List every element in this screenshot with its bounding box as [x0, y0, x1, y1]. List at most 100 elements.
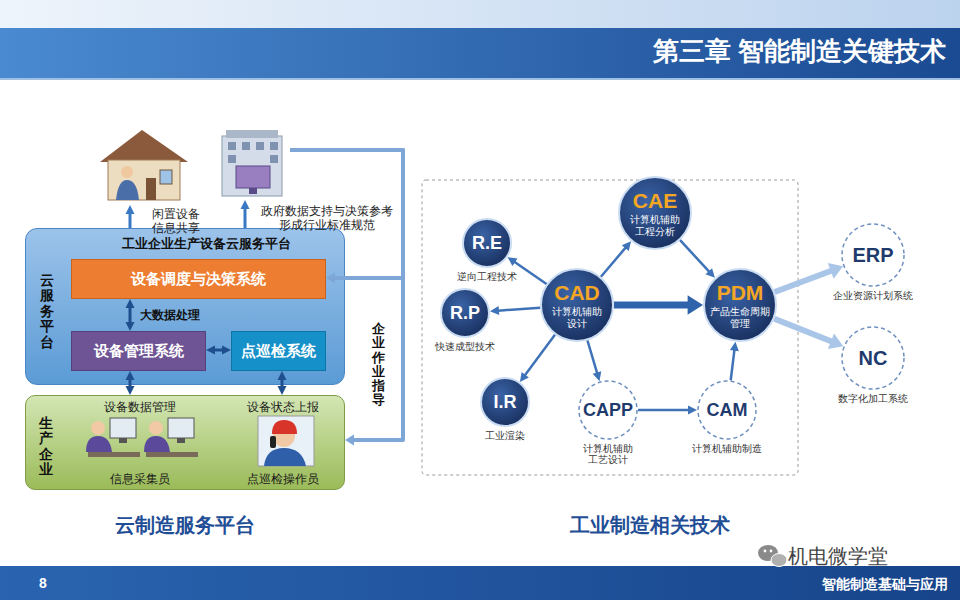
circle-shape — [441, 289, 489, 337]
circle-shape — [579, 381, 637, 439]
text-holder: 企业资源计划系统 — [808, 290, 938, 302]
connector-line — [775, 270, 832, 292]
label-holder: 云制造服务平台 — [85, 512, 285, 539]
connector-label: 大数据处理 — [140, 307, 200, 324]
text-holder: 计算机辅助 工艺设计 — [578, 443, 638, 466]
circle-shape — [541, 269, 613, 341]
government-building-picture — [249, 188, 257, 194]
connector — [775, 263, 843, 292]
label-holder: 设备状态上报 — [228, 399, 338, 416]
inspector-picture — [264, 448, 306, 466]
connector-line — [214, 349, 223, 352]
arrowhead — [241, 200, 250, 209]
course-name: 智能制造基础与应用 — [760, 576, 948, 594]
collector-picture — [91, 421, 105, 435]
page-number: 8 — [28, 575, 58, 591]
arrowhead — [705, 268, 714, 278]
connector-line — [498, 308, 540, 311]
connector — [520, 335, 555, 382]
circle-shape — [619, 177, 691, 249]
house-picture — [100, 130, 188, 162]
label-holder: 工业制造相关技术 — [540, 512, 760, 539]
circle-shape — [842, 327, 904, 389]
arrowhead — [126, 205, 135, 214]
collector-picture — [168, 418, 194, 438]
connector-line — [129, 307, 132, 323]
tech-circle: R.P快速成型技术 — [440, 288, 490, 338]
text-holder: PDM — [717, 280, 764, 306]
house-picture — [108, 160, 180, 200]
node-text: 计算机辅助 设计 — [546, 306, 608, 330]
connector-line — [680, 240, 709, 272]
node-text: CAPP — [583, 399, 633, 422]
node-text: 政府数据支持与决策参考 形成行业标准规范 — [259, 204, 395, 233]
connector — [126, 205, 135, 228]
house-picture — [160, 170, 172, 184]
picture-label: 点巡检操作员 — [228, 471, 338, 488]
text-holder: 政府数据支持与决策参考 形成行业标准规范 — [259, 204, 395, 233]
text-holder: 计算机辅助制造 — [662, 443, 792, 455]
text-holder: 点巡检系统 — [241, 342, 316, 361]
connector-line — [614, 302, 689, 309]
circle-caption: 工业渲染 — [440, 430, 570, 442]
arrowhead — [326, 272, 335, 283]
government-building-picture — [228, 155, 236, 163]
collector-picture — [110, 418, 136, 438]
connector-line — [129, 213, 132, 228]
picture-label: 设备数据管理 — [85, 399, 195, 416]
connector — [290, 150, 403, 446]
connector-line — [281, 379, 284, 387]
text-holder: CAM — [707, 399, 748, 422]
header-band — [0, 28, 960, 78]
arrowhead — [222, 346, 231, 355]
slide-title: 第三章 智能制造关键技术 — [650, 34, 946, 69]
node-text: R.P — [450, 302, 480, 325]
connector-line — [638, 409, 689, 412]
wechat-icon — [758, 545, 787, 567]
inspector-picture — [270, 436, 276, 448]
arrowhead — [126, 322, 135, 331]
collector-picture — [146, 452, 198, 457]
text-holder: R.E — [472, 232, 502, 255]
title-holder: 第三章 智能制造关键技术 — [650, 34, 946, 69]
text-holder: I.R — [493, 391, 516, 414]
core-tech-circle: CAD计算机辅助 设计 — [540, 268, 614, 342]
text-holder: NC — [859, 346, 888, 371]
arrowhead — [688, 406, 697, 415]
connector — [290, 150, 403, 284]
node-text: CAM — [707, 399, 748, 422]
government-building-picture — [270, 142, 278, 150]
node-text: CAE — [633, 188, 677, 214]
connector-line — [244, 208, 247, 228]
node-text: 点巡检系统 — [241, 342, 316, 361]
circle-shape — [704, 269, 776, 341]
connector — [490, 306, 540, 315]
arrowhead — [688, 295, 703, 315]
text-holder: CAE — [633, 188, 677, 214]
circle-caption: 逆向工程技术 — [422, 271, 552, 283]
government-building-picture — [256, 142, 264, 150]
circle-caption: 数字化加工系统 — [808, 393, 938, 405]
node-text: 工业企业生产设备云服务平台 — [86, 236, 326, 252]
text-holder: 闲置设备 信息共享 — [150, 207, 202, 236]
tech-circle: R.E逆向工程技术 — [462, 218, 512, 268]
circle-caption: 快速成型技术 — [400, 341, 530, 353]
wechat-icon — [764, 550, 767, 553]
text-holder: 生产企业 — [38, 416, 54, 478]
circle-shape — [481, 378, 529, 426]
node-text: 闲置设备 信息共享 — [150, 207, 202, 236]
connector — [730, 342, 739, 381]
vertical-label: 云服务平台 — [40, 273, 54, 350]
inspector-picture — [258, 416, 314, 466]
connector-line — [514, 262, 546, 284]
dashed-tech-circle: CAPP计算机辅助 工艺设计 — [578, 380, 638, 440]
connector-line — [587, 340, 597, 373]
text-holder: R.P — [450, 302, 480, 325]
arrowhead — [126, 371, 135, 380]
picture-label: 设备状态上报 — [228, 399, 338, 416]
label-holder: 机电微学堂 — [788, 543, 948, 570]
connector-line — [731, 350, 735, 380]
